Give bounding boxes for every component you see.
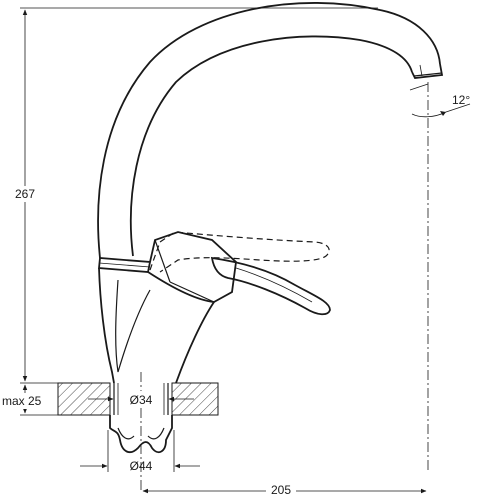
spout-outer <box>97 2 441 259</box>
dimension-base-diameter: Ø44 <box>80 430 200 473</box>
cartridge-open-dashed <box>149 241 161 271</box>
dimension-mount-thickness: max 25 <box>0 384 52 414</box>
cartridge-housing <box>149 231 237 303</box>
fixing-nut <box>109 415 173 454</box>
dimension-swivel-angle: 12° <box>411 93 471 118</box>
dimension-spout-reach: 205 <box>142 481 427 497</box>
dimension-shank-diameter: Ø34 <box>88 391 194 407</box>
collar-groove <box>98 262 151 268</box>
dimension-total-height: 267 <box>8 7 378 382</box>
shank-diameter-label: Ø34 <box>130 393 153 407</box>
cartridge-edge <box>154 239 171 283</box>
height-label: 267 <box>15 187 35 201</box>
angle-arrowhead <box>440 111 446 116</box>
aerator-line <box>413 72 443 77</box>
body-lower-right <box>147 271 216 384</box>
handle-closed-highlight <box>235 267 313 303</box>
height-label-bg <box>8 186 42 202</box>
fixing-nut-detail <box>117 427 165 440</box>
reach-label: 205 <box>271 483 291 497</box>
cartridge-base-edge <box>169 281 215 303</box>
thickness-label: max 25 <box>2 394 42 408</box>
faucet-body <box>97 2 444 454</box>
spout-tip <box>411 63 444 79</box>
shank-label-bg <box>124 391 158 407</box>
angle-leader <box>445 103 471 113</box>
handle-closed <box>210 256 331 316</box>
aerator-detail <box>419 64 423 77</box>
base-diameter-label: Ø44 <box>130 459 153 473</box>
reach-label-bg <box>266 481 296 497</box>
body-lower <box>98 267 115 384</box>
body-inner-contour <box>115 279 151 373</box>
spout-inner <box>129 35 413 257</box>
swivel-reference-line <box>409 83 429 91</box>
angle-arc <box>411 111 447 118</box>
thickness-label-bg <box>0 393 52 409</box>
handle-open-dashed <box>159 231 330 273</box>
angle-label: 12° <box>452 93 470 107</box>
